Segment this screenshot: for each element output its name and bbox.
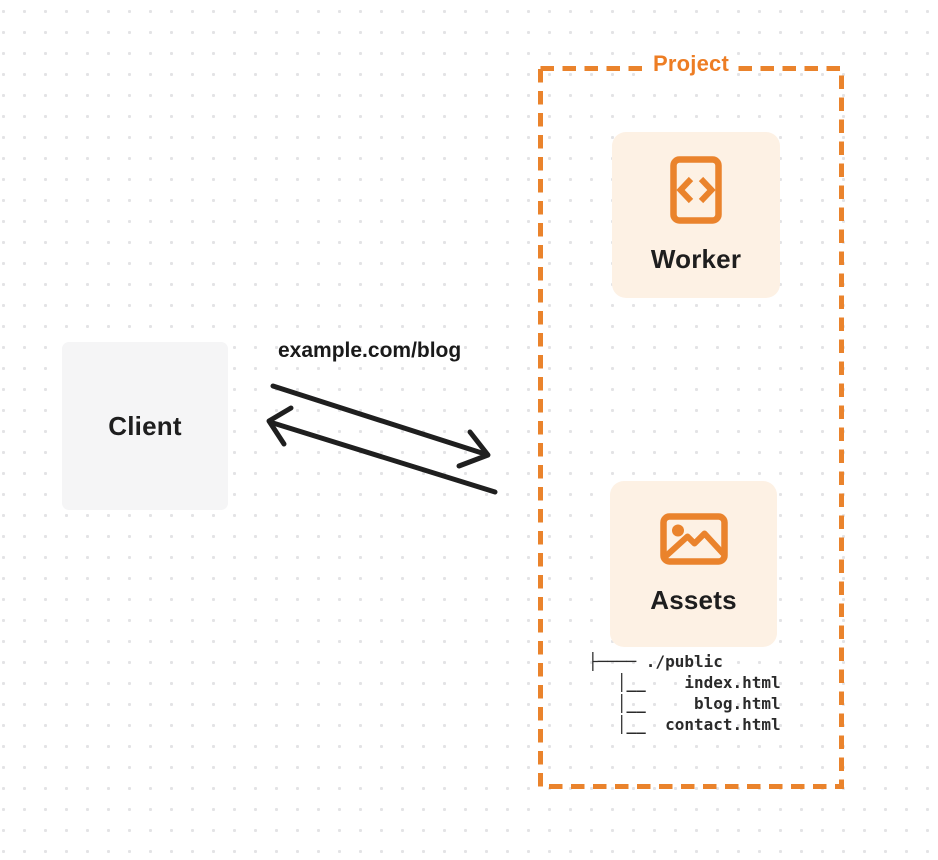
request-arrow-icon <box>270 383 491 469</box>
response-arrow-icon <box>266 405 498 495</box>
code-file-icon <box>670 155 722 224</box>
request-url-label: example.com/blog <box>278 339 462 362</box>
file-tree-line: │__ blog.html <box>588 694 781 713</box>
file-tree-line: ├──── ./public <box>588 652 723 671</box>
assets-node: Assets <box>610 481 777 647</box>
project-label: Project <box>646 51 736 77</box>
assets-label: Assets <box>650 584 737 615</box>
file-tree-line: │__ contact.html <box>588 715 781 734</box>
project-boundary: Project <box>538 51 844 77</box>
assets-file-tree: ├──── ./public │__ index.html │__ blog.h… <box>588 651 781 735</box>
client-label: Client <box>108 410 182 441</box>
file-tree-line: │__ index.html <box>588 673 781 692</box>
worker-label: Worker <box>650 243 742 274</box>
image-icon <box>659 512 728 565</box>
client-node: Client <box>62 342 228 510</box>
worker-node: Worker <box>612 132 780 298</box>
